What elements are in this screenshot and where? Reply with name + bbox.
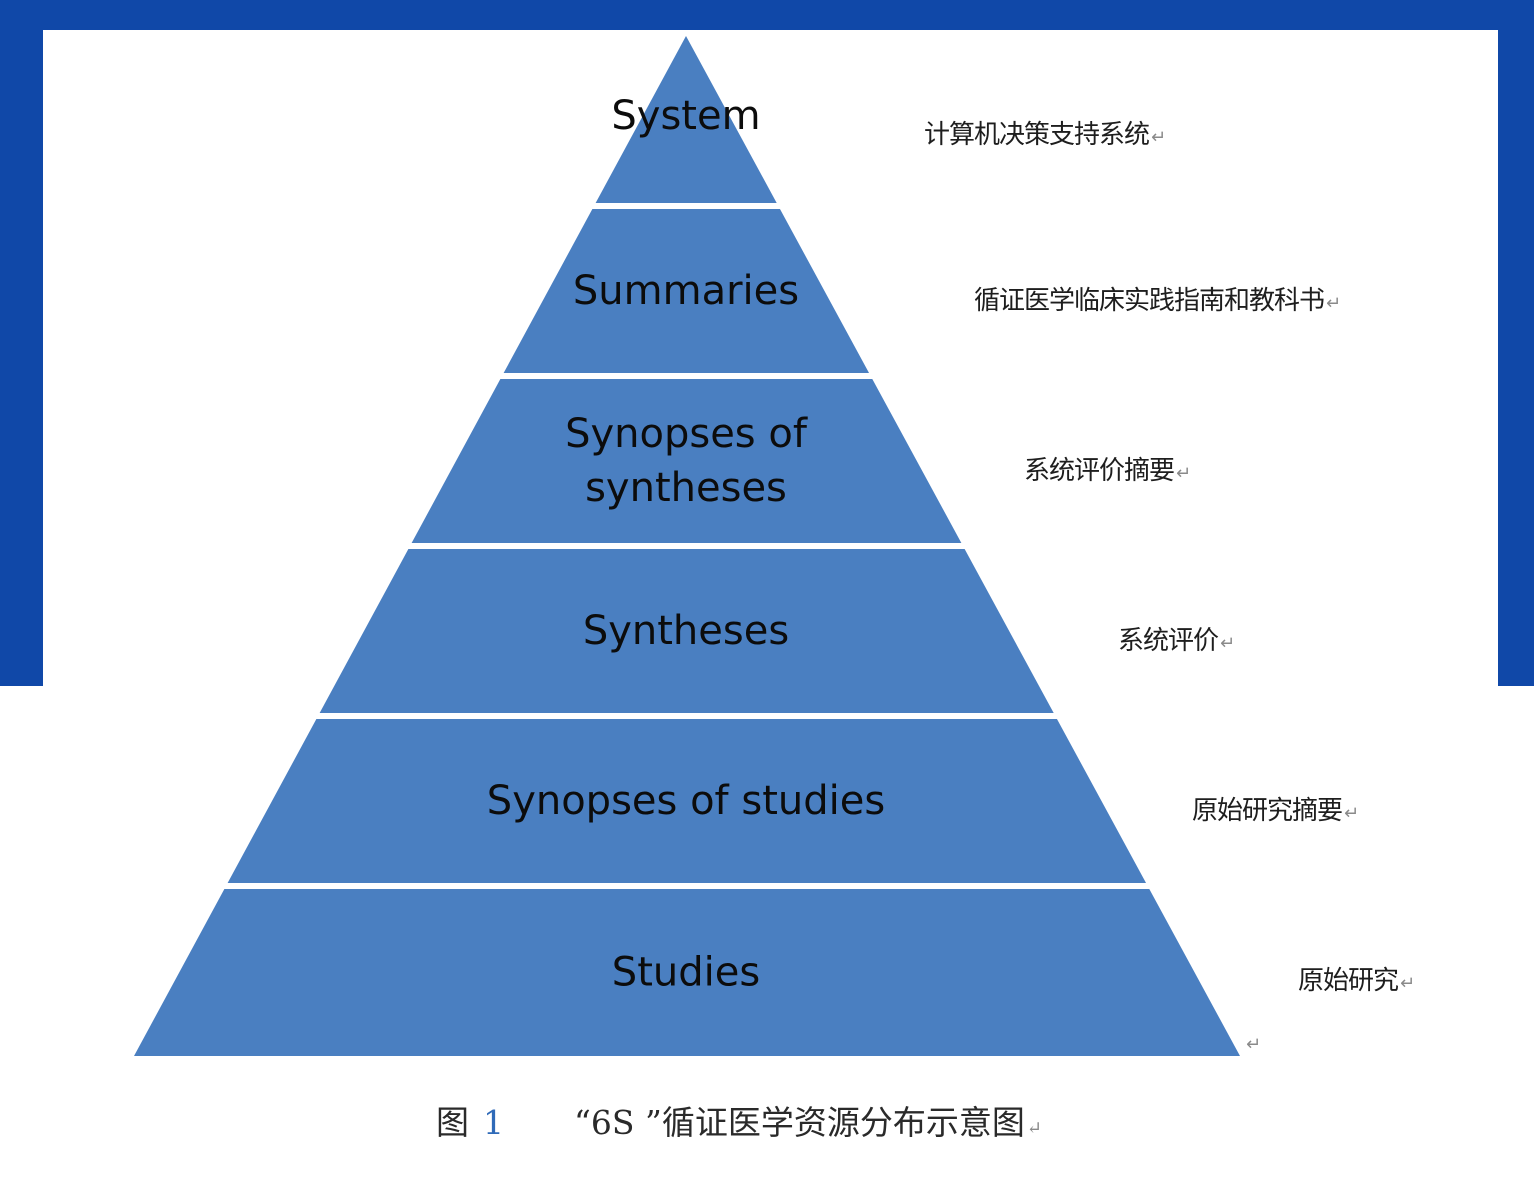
caption-prefix: 图	[436, 1103, 469, 1142]
paragraph-mark: ↵	[1176, 463, 1191, 484]
tier-annotation-text: 计算机决策支持系统	[924, 120, 1150, 150]
tier-annotation-text: 系统评价	[1118, 626, 1219, 656]
paragraph-mark: ↵	[1220, 633, 1235, 654]
tier-annotation: 原始研究摘要↵	[1192, 790, 1359, 827]
paragraph-mark: ↵	[1151, 127, 1166, 148]
tier-label: System	[611, 93, 760, 139]
pyramid-tier	[503, 209, 870, 373]
tier-annotation: 计算机决策支持系统↵	[924, 114, 1166, 151]
tier-label: Synopses of	[565, 411, 808, 457]
pyramid-tier	[595, 36, 777, 203]
tier-annotation-text: 原始研究	[1298, 966, 1399, 996]
tier-annotation: 原始研究↵	[1298, 960, 1415, 997]
caption-number: 1	[483, 1103, 504, 1142]
caption-title: “6S ”循证医学资源分布示意图	[574, 1103, 1025, 1142]
tier-label: Summaries	[573, 268, 799, 314]
tier-annotation: 系统评价摘要↵	[1024, 450, 1191, 487]
paragraph-mark: ↵	[1326, 293, 1341, 314]
tier-annotation-text: 原始研究摘要	[1192, 796, 1343, 826]
tier-annotation: 循证医学临床实践指南和教科书↵	[974, 280, 1341, 317]
pyramid-tier	[319, 549, 1054, 713]
tier-annotation-text: 循证医学临床实践指南和教科书	[974, 286, 1325, 316]
paragraph-mark: ↵	[1026, 1118, 1042, 1139]
paragraph-mark: ↵	[1400, 973, 1415, 994]
paragraph-mark: ↵	[1344, 803, 1359, 824]
pyramid-tier	[134, 889, 1240, 1056]
tier-label: Studies	[612, 950, 760, 996]
tier-annotation-text: 系统评价摘要	[1024, 456, 1175, 486]
tier-label: Syntheses	[583, 608, 789, 654]
paragraph-mark: ↵	[1246, 1034, 1262, 1055]
tier-label: syntheses	[585, 465, 787, 511]
pyramid-tier	[411, 379, 962, 543]
tier-annotation: 系统评价↵	[1118, 620, 1235, 657]
pyramid-tier	[227, 719, 1147, 883]
tier-label: Synopses of studies	[487, 778, 885, 824]
